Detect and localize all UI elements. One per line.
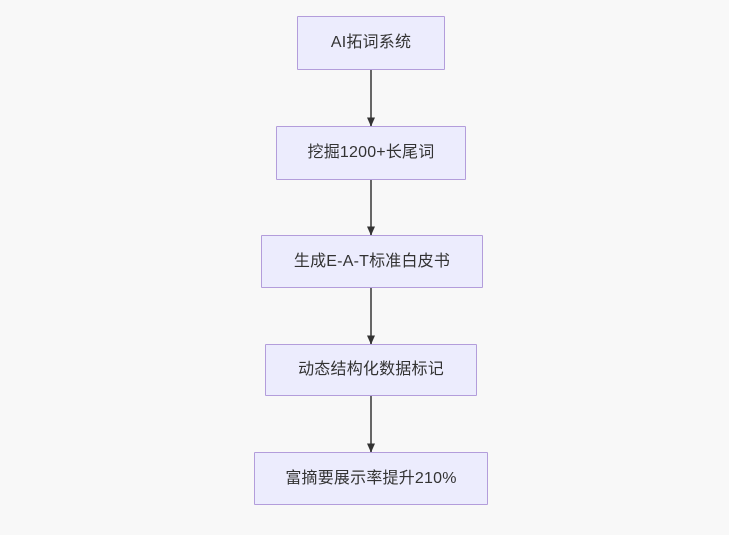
flowchart-node-n1[interactable]: AI拓词系统 [297, 16, 445, 70]
flowchart-node-label: 挖掘1200+长尾词 [307, 144, 435, 161]
flowchart-node-n3[interactable]: 生成E-A-T标准白皮书 [261, 235, 483, 288]
flowchart-node-n5[interactable]: 富摘要展示率提升210% [254, 452, 488, 505]
flowchart-node-label: 动态结构化数据标记 [298, 361, 444, 378]
flowchart-node-label: 富摘要展示率提升210% [285, 469, 457, 487]
flowchart-node-n2[interactable]: 挖掘1200+长尾词 [276, 126, 466, 180]
flowchart-node-label: AI拓词系统 [330, 34, 412, 51]
flowchart-node-n4[interactable]: 动态结构化数据标记 [265, 344, 477, 396]
flowchart-node-label: 生成E-A-T标准白皮书 [293, 252, 451, 270]
